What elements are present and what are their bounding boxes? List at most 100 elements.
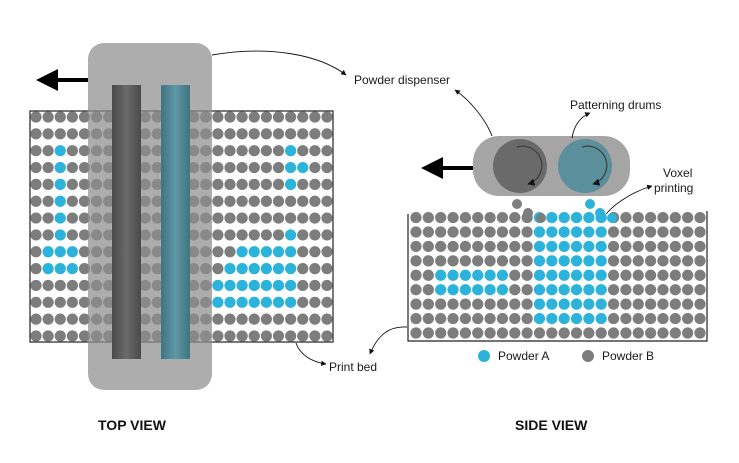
powder-a-particle	[558, 284, 570, 296]
powder-b-particle	[30, 330, 42, 342]
side-view-title: SIDE VIEW	[515, 417, 588, 433]
powder-b-particle	[30, 145, 42, 157]
powder-b-particle	[410, 226, 422, 238]
powder-b-particle	[224, 161, 236, 174]
powder-b-particle	[620, 211, 632, 224]
powder-b-particle	[236, 212, 248, 224]
powder-b-particle	[607, 284, 620, 296]
powder-b-particle	[42, 212, 54, 224]
powder-b-particle	[509, 226, 521, 238]
powder-b-particle	[285, 128, 297, 140]
powder-a-particle	[285, 263, 297, 275]
powder-b-particle	[657, 327, 669, 339]
powder-b-particle	[607, 327, 620, 339]
powder-b-particle	[78, 313, 91, 325]
top-view-powder-dispenser	[88, 43, 212, 390]
powder-b-particle	[272, 128, 285, 140]
powder-a-particle	[66, 263, 78, 275]
powder-a-particle	[224, 263, 236, 275]
powder-a-particle	[260, 263, 272, 275]
powder-b-particle	[66, 111, 78, 123]
powder-b-particle	[272, 313, 285, 325]
powder-a-particle	[236, 296, 248, 308]
powder-b-particle	[248, 128, 260, 140]
powder-b-particle	[248, 145, 260, 157]
powder-b-particle	[447, 211, 459, 224]
powder-b-particle	[682, 284, 694, 296]
powder-b-particle	[620, 226, 632, 238]
powder-a-particle	[583, 226, 595, 238]
powder-b-particle	[66, 296, 78, 308]
powder-b-particle	[212, 145, 224, 157]
powder-b-particle	[78, 296, 91, 308]
powder-b-particle	[657, 226, 669, 238]
rotation-arrow-icon	[581, 145, 608, 186]
powder-a-particle	[558, 255, 570, 267]
powder-a-particle	[533, 269, 546, 281]
powder-b-particle	[297, 145, 309, 157]
powder-b-particle	[632, 269, 644, 281]
powder-a-particle	[546, 298, 558, 310]
powder-b-particle	[472, 240, 484, 253]
powder-a-particle	[570, 255, 583, 267]
powder-b-particle	[78, 178, 91, 190]
patterning-drums-callout	[571, 112, 591, 139]
powder-b-particle	[620, 298, 632, 310]
powder-b-particle	[54, 128, 66, 140]
powder-a-particle	[224, 279, 236, 292]
powder-b-particle	[260, 161, 272, 174]
legend-swatch-powder-b	[582, 350, 594, 362]
powder-b-particle	[472, 298, 484, 310]
powder-b-particle	[484, 240, 496, 253]
powder-a-particle	[533, 284, 546, 296]
powder-a-particle	[236, 246, 248, 258]
powder-b-particle	[309, 178, 321, 190]
powder-b-particle	[484, 312, 496, 325]
powder-a-particle	[472, 269, 484, 281]
powder-a-particle	[546, 284, 558, 296]
powder-b-particle	[272, 195, 285, 207]
powder-b-particle	[66, 229, 78, 241]
powder-b-particle	[272, 161, 285, 174]
powder-b-particle	[657, 240, 669, 253]
powder-b-particle	[521, 226, 533, 238]
powder-b-particle	[30, 296, 42, 308]
powder-b-particle	[410, 211, 422, 224]
powder-b-particle	[484, 211, 496, 224]
powder-b-particle	[472, 327, 484, 339]
powder-b-particle	[42, 330, 54, 342]
powder-b-particle	[309, 229, 321, 241]
powder-b-particle	[533, 327, 546, 339]
powder-b-particle	[297, 330, 309, 342]
powder-b-particle	[645, 312, 657, 325]
rotation-arrow-icon	[516, 145, 543, 186]
powder-b-particle	[224, 178, 236, 190]
powder-b-particle	[309, 296, 321, 308]
powder-b-particle	[447, 255, 459, 267]
powder-b-particle	[410, 284, 422, 296]
powder-b-particle	[309, 212, 321, 224]
powder-a-particle	[54, 229, 66, 241]
powder-a-particle	[558, 240, 570, 253]
powder-b-particle	[272, 229, 285, 241]
powder-b-particle	[321, 145, 333, 157]
powder-b-particle	[595, 327, 607, 339]
powder-b-particle	[42, 313, 54, 325]
powder-b-particle	[496, 255, 509, 267]
falling-powder-a	[585, 199, 617, 223]
top-view-title: TOP VIEW	[98, 417, 167, 433]
powder-b-particle	[657, 284, 669, 296]
powder-b-particle	[248, 330, 260, 342]
powder-b-particle	[297, 212, 309, 224]
powder-b-particle	[212, 246, 224, 258]
powder-b-particle	[212, 178, 224, 190]
powder-a-particle	[248, 296, 260, 308]
powder-b-particle	[521, 327, 533, 339]
powder-b-particle	[30, 229, 42, 241]
side-view-drum-teal	[558, 139, 612, 193]
powder-b-particle	[484, 327, 496, 339]
powder-a-particle	[484, 269, 496, 281]
print-bed-callout-top	[295, 342, 327, 366]
powder-b-particle	[620, 240, 632, 253]
powder-a-particle	[54, 161, 66, 174]
